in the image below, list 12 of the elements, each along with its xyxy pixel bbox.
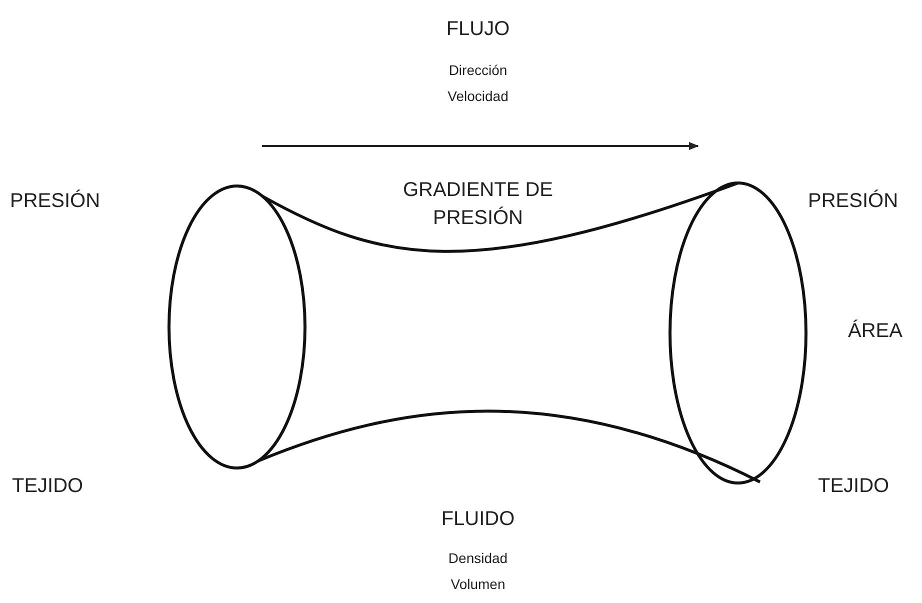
heading: GRADIENTE DE PRESIÓN [402, 178, 554, 231]
tissue-label: TEJIDO [12, 475, 84, 498]
area-label: ÁREA [848, 320, 902, 343]
property-label: Densidad [448, 550, 508, 566]
property-label: Velocidad [448, 88, 508, 104]
property-label: Dirección [448, 62, 508, 78]
property-label: Volumen [450, 576, 506, 592]
heading: FLUJO [446, 18, 510, 41]
tissue-label: TEJIDO [818, 475, 890, 498]
pressure-label: PRESIÓN [808, 190, 898, 213]
pressure-label: PRESIÓN [10, 190, 100, 213]
heading: FLUIDO [441, 508, 515, 531]
